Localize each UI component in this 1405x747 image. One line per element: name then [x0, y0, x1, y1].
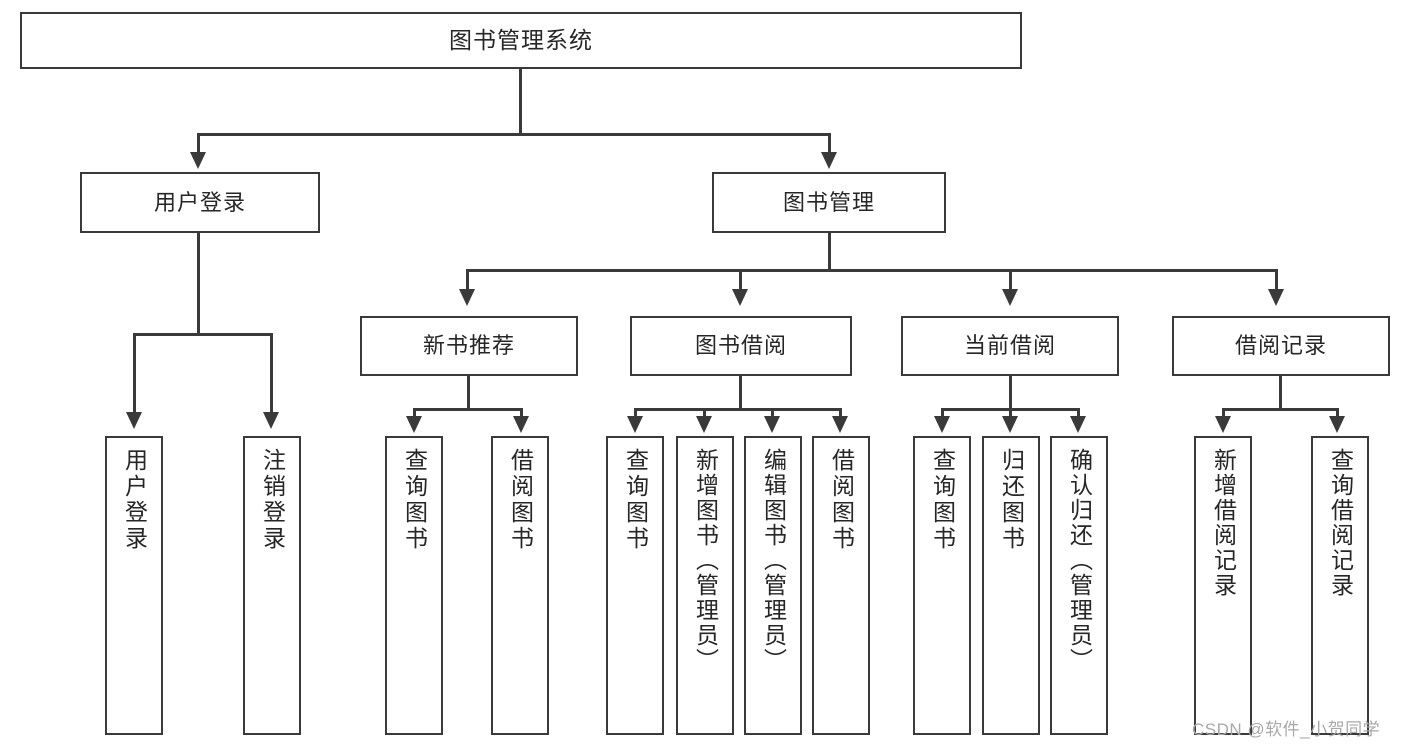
connector-book-borrow-stem	[739, 376, 742, 410]
connector-drop-new-book-recommend	[466, 269, 469, 291]
arrow-to-leaf-return-book	[1002, 416, 1018, 433]
node-label: 借阅图书	[507, 448, 534, 552]
arrow-to-leaf-user-login	[126, 412, 142, 429]
node-root-book-management-system[interactable]: 图书管理系统	[20, 12, 1022, 69]
node-new-book-recommend[interactable]: 新书推荐	[360, 316, 578, 376]
connector-drop-leaf-borrow-book-2	[839, 408, 842, 418]
arrow-to-current-borrow	[1002, 289, 1018, 306]
arrow-to-leaf-borrow-book-2	[832, 416, 848, 433]
node-label: 用户登录	[121, 448, 148, 552]
node-leaf-edit-book[interactable]: 编辑图书（管理员）	[744, 436, 802, 735]
arrow-to-book-borrow	[732, 289, 748, 306]
node-borrow-record[interactable]: 借阅记录	[1172, 316, 1390, 376]
node-leaf-borrow-book-1[interactable]: 借阅图书	[491, 436, 549, 735]
connector-drop-leaf-return-book	[1009, 408, 1012, 418]
connector-drop-user-login	[197, 133, 200, 155]
connector-drop-borrow-record	[1275, 269, 1278, 291]
node-label: 用户登录	[153, 189, 246, 215]
connector-drop-leaf-edit-book	[771, 408, 774, 418]
arrow-to-leaf-logout-login	[263, 412, 279, 429]
connector-drop-book-management	[828, 133, 831, 155]
node-leaf-add-book[interactable]: 新增图书（管理员）	[676, 436, 734, 735]
node-current-borrow[interactable]: 当前借阅	[901, 316, 1119, 376]
node-leaf-user-login[interactable]: 用户登录	[105, 436, 163, 735]
connector-book-borrow-bus	[634, 408, 842, 411]
connector-drop-leaf-user-login	[133, 333, 136, 415]
connector-current-borrow-stem	[1009, 376, 1012, 410]
arrow-to-leaf-query-book-3	[934, 416, 950, 433]
node-label: 查询图书	[622, 448, 649, 552]
node-book-management[interactable]: 图书管理	[712, 172, 946, 233]
connector-drop-leaf-query-book-3	[941, 408, 944, 418]
connector-drop-leaf-borrow-book-1	[520, 408, 523, 418]
connector-user-login-bus	[133, 333, 273, 336]
node-leaf-return-book[interactable]: 归还图书	[982, 436, 1040, 735]
node-label: 当前借阅	[963, 333, 1056, 359]
node-label: 查询借阅记录	[1327, 448, 1354, 598]
connector-user-login-stem	[197, 233, 200, 335]
arrow-to-book-management	[821, 152, 837, 169]
connector-drop-leaf-query-record	[1336, 408, 1339, 418]
node-leaf-query-record[interactable]: 查询借阅记录	[1311, 436, 1369, 735]
arrow-to-leaf-add-book	[696, 416, 712, 433]
node-label: 编辑图书（管理员）	[760, 448, 787, 673]
node-leaf-query-book-1[interactable]: 查询图书	[385, 436, 443, 735]
connector-root-stem	[519, 69, 522, 135]
arrow-to-borrow-record	[1268, 289, 1284, 306]
arrow-to-leaf-query-record	[1329, 416, 1345, 433]
connector-drop-book-borrow	[739, 269, 742, 291]
node-leaf-borrow-book-2[interactable]: 借阅图书	[812, 436, 870, 735]
arrow-to-leaf-borrow-book-1	[513, 416, 529, 433]
arrow-to-leaf-add-record	[1215, 416, 1231, 433]
node-label: 图书借阅	[694, 333, 787, 359]
connector-root-bus	[197, 133, 831, 136]
node-label: 查询图书	[929, 448, 956, 552]
node-leaf-query-book-2[interactable]: 查询图书	[606, 436, 664, 735]
node-leaf-query-book-3[interactable]: 查询图书	[913, 436, 971, 735]
connector-new-book-recommend-stem	[467, 376, 470, 410]
node-label: 归还图书	[998, 448, 1025, 552]
connector-drop-leaf-query-book-2	[634, 408, 637, 418]
connector-book-management-stem	[828, 233, 831, 271]
connector-borrow-record-stem	[1279, 376, 1282, 410]
connector-drop-leaf-confirm-return	[1077, 408, 1080, 418]
node-label: 图书管理系统	[449, 27, 593, 54]
node-label: 查询图书	[401, 448, 428, 552]
connector-drop-current-borrow	[1009, 269, 1012, 291]
connector-new-book-recommend-bus	[413, 408, 523, 411]
node-leaf-add-record[interactable]: 新增借阅记录	[1194, 436, 1252, 735]
node-label: 借阅图书	[828, 448, 855, 552]
arrow-to-leaf-edit-book	[764, 416, 780, 433]
connector-drop-leaf-add-book	[703, 408, 706, 418]
arrow-to-new-book-recommend	[459, 289, 475, 306]
connector-drop-leaf-query-book-1	[413, 408, 416, 418]
arrow-to-user-login	[190, 152, 206, 169]
node-label: 图书管理	[782, 189, 875, 215]
node-leaf-logout-login[interactable]: 注销登录	[243, 436, 301, 735]
arrow-to-leaf-confirm-return	[1070, 416, 1086, 433]
connector-drop-leaf-add-record	[1222, 408, 1225, 418]
csdn-watermark: CSDN @软件_小贺同学	[1192, 720, 1381, 739]
arrow-to-leaf-query-book-2	[627, 416, 643, 433]
node-label: 借阅记录	[1234, 333, 1327, 359]
node-leaf-confirm-return[interactable]: 确认归还（管理员）	[1050, 436, 1108, 735]
node-user-login[interactable]: 用户登录	[80, 172, 320, 233]
connector-borrow-record-bus	[1222, 408, 1339, 411]
node-label: 新增借阅记录	[1210, 448, 1237, 598]
node-label: 确认归还（管理员）	[1066, 448, 1093, 673]
node-label: 注销登录	[259, 448, 286, 552]
arrow-to-leaf-query-book-1	[406, 416, 422, 433]
connector-drop-leaf-logout-login	[270, 333, 273, 415]
node-label: 新书推荐	[422, 333, 515, 359]
node-label: 新增图书（管理员）	[692, 448, 719, 673]
node-book-borrow[interactable]: 图书借阅	[630, 316, 852, 376]
connector-book-management-bus	[466, 269, 1278, 272]
